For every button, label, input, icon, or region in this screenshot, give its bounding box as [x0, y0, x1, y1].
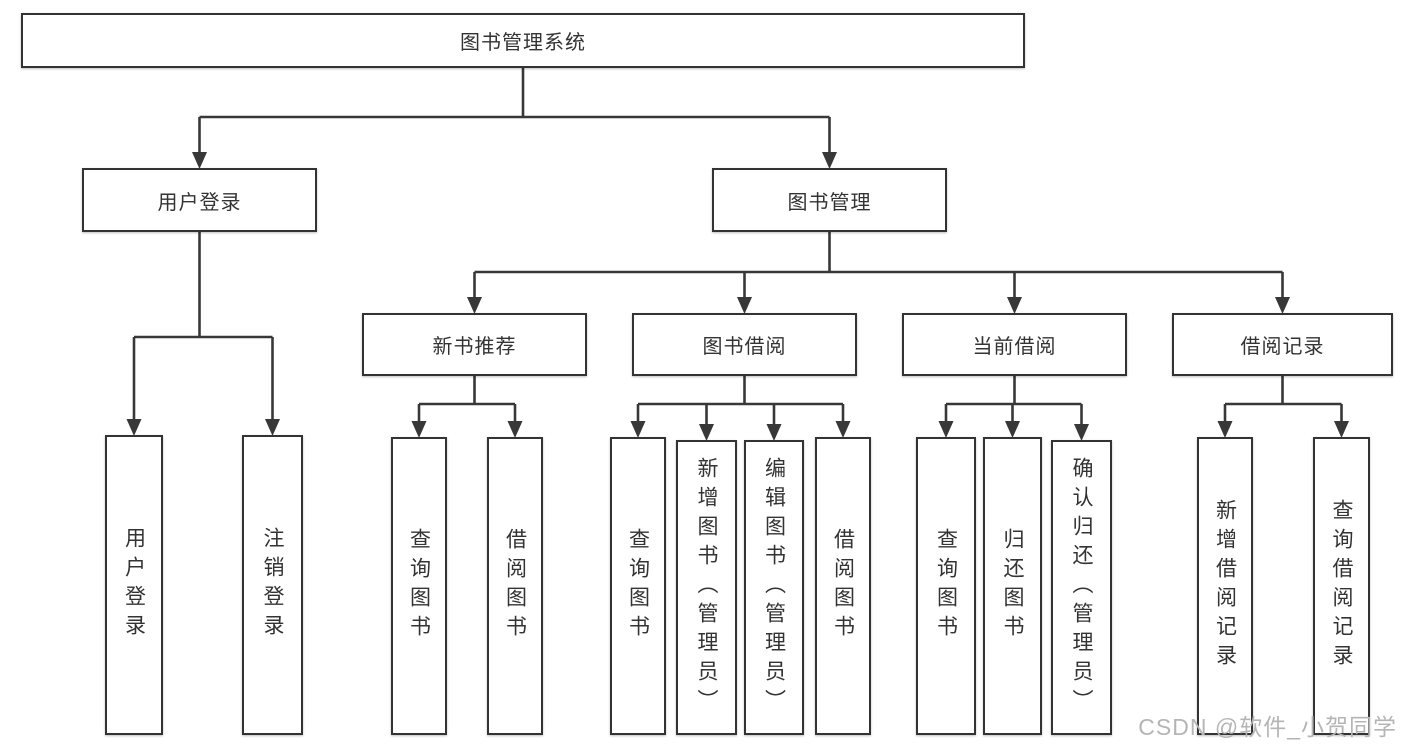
arrowhead-icon	[192, 152, 207, 169]
watermark: CSDN @软件_小贺同学	[1138, 714, 1397, 740]
tree-node-user-login: 用户登录	[105, 435, 163, 735]
arrowhead-icon	[1074, 424, 1089, 441]
tree-node-login: 用户登录	[82, 168, 317, 232]
arrowhead-icon	[822, 152, 837, 169]
arrowhead-icon	[1334, 421, 1349, 438]
tree-node-cur-query: 查询图书	[916, 437, 976, 735]
arrowhead-icon	[766, 424, 782, 441]
arrowhead-icon	[1007, 297, 1022, 314]
tree-node-current: 当前借阅	[902, 313, 1127, 376]
arrowhead-icon	[699, 424, 714, 441]
tree-node-bor-query: 查询图书	[610, 437, 666, 735]
tree-node-records: 借阅记录	[1172, 313, 1393, 376]
tree-node-cur-confirm: 确认归还（管理员）	[1051, 440, 1112, 735]
tree-node-recd-query: 查询借阅记录	[1313, 437, 1370, 735]
arrowhead-icon	[411, 421, 427, 438]
tree-node-rec: 新书推荐	[362, 313, 587, 376]
arrowhead-icon	[1005, 421, 1020, 438]
arrowhead-icon	[126, 419, 142, 436]
arrowhead-icon	[1275, 297, 1290, 314]
tree-node-recd-add: 新增借阅记录	[1197, 437, 1253, 735]
tree-node-bor-edit: 编辑图书（管理员）	[744, 440, 804, 735]
arrowhead-icon	[835, 421, 851, 438]
arrowhead-icon	[630, 421, 646, 438]
tree-node-root: 图书管理系统	[21, 13, 1025, 68]
tree-node-mgmt: 图书管理	[712, 168, 947, 232]
arrowhead-icon	[1217, 421, 1233, 438]
tree-node-rec-query: 查询图书	[391, 437, 447, 735]
tree-node-logout: 注销登录	[242, 435, 303, 735]
tree-node-bor-borrow: 借阅图书	[815, 437, 871, 735]
arrowhead-icon	[938, 421, 954, 438]
tree-node-bor-add: 新增图书（管理员）	[676, 440, 737, 735]
arrowhead-icon	[467, 297, 482, 314]
tree-node-rec-borrow: 借阅图书	[487, 437, 543, 735]
arrowhead-icon	[507, 421, 523, 438]
arrowhead-icon	[737, 297, 752, 314]
tree-node-cur-return: 归还图书	[983, 437, 1042, 735]
tree-node-borrow: 图书借阅	[632, 313, 857, 376]
arrowhead-icon	[265, 419, 280, 436]
